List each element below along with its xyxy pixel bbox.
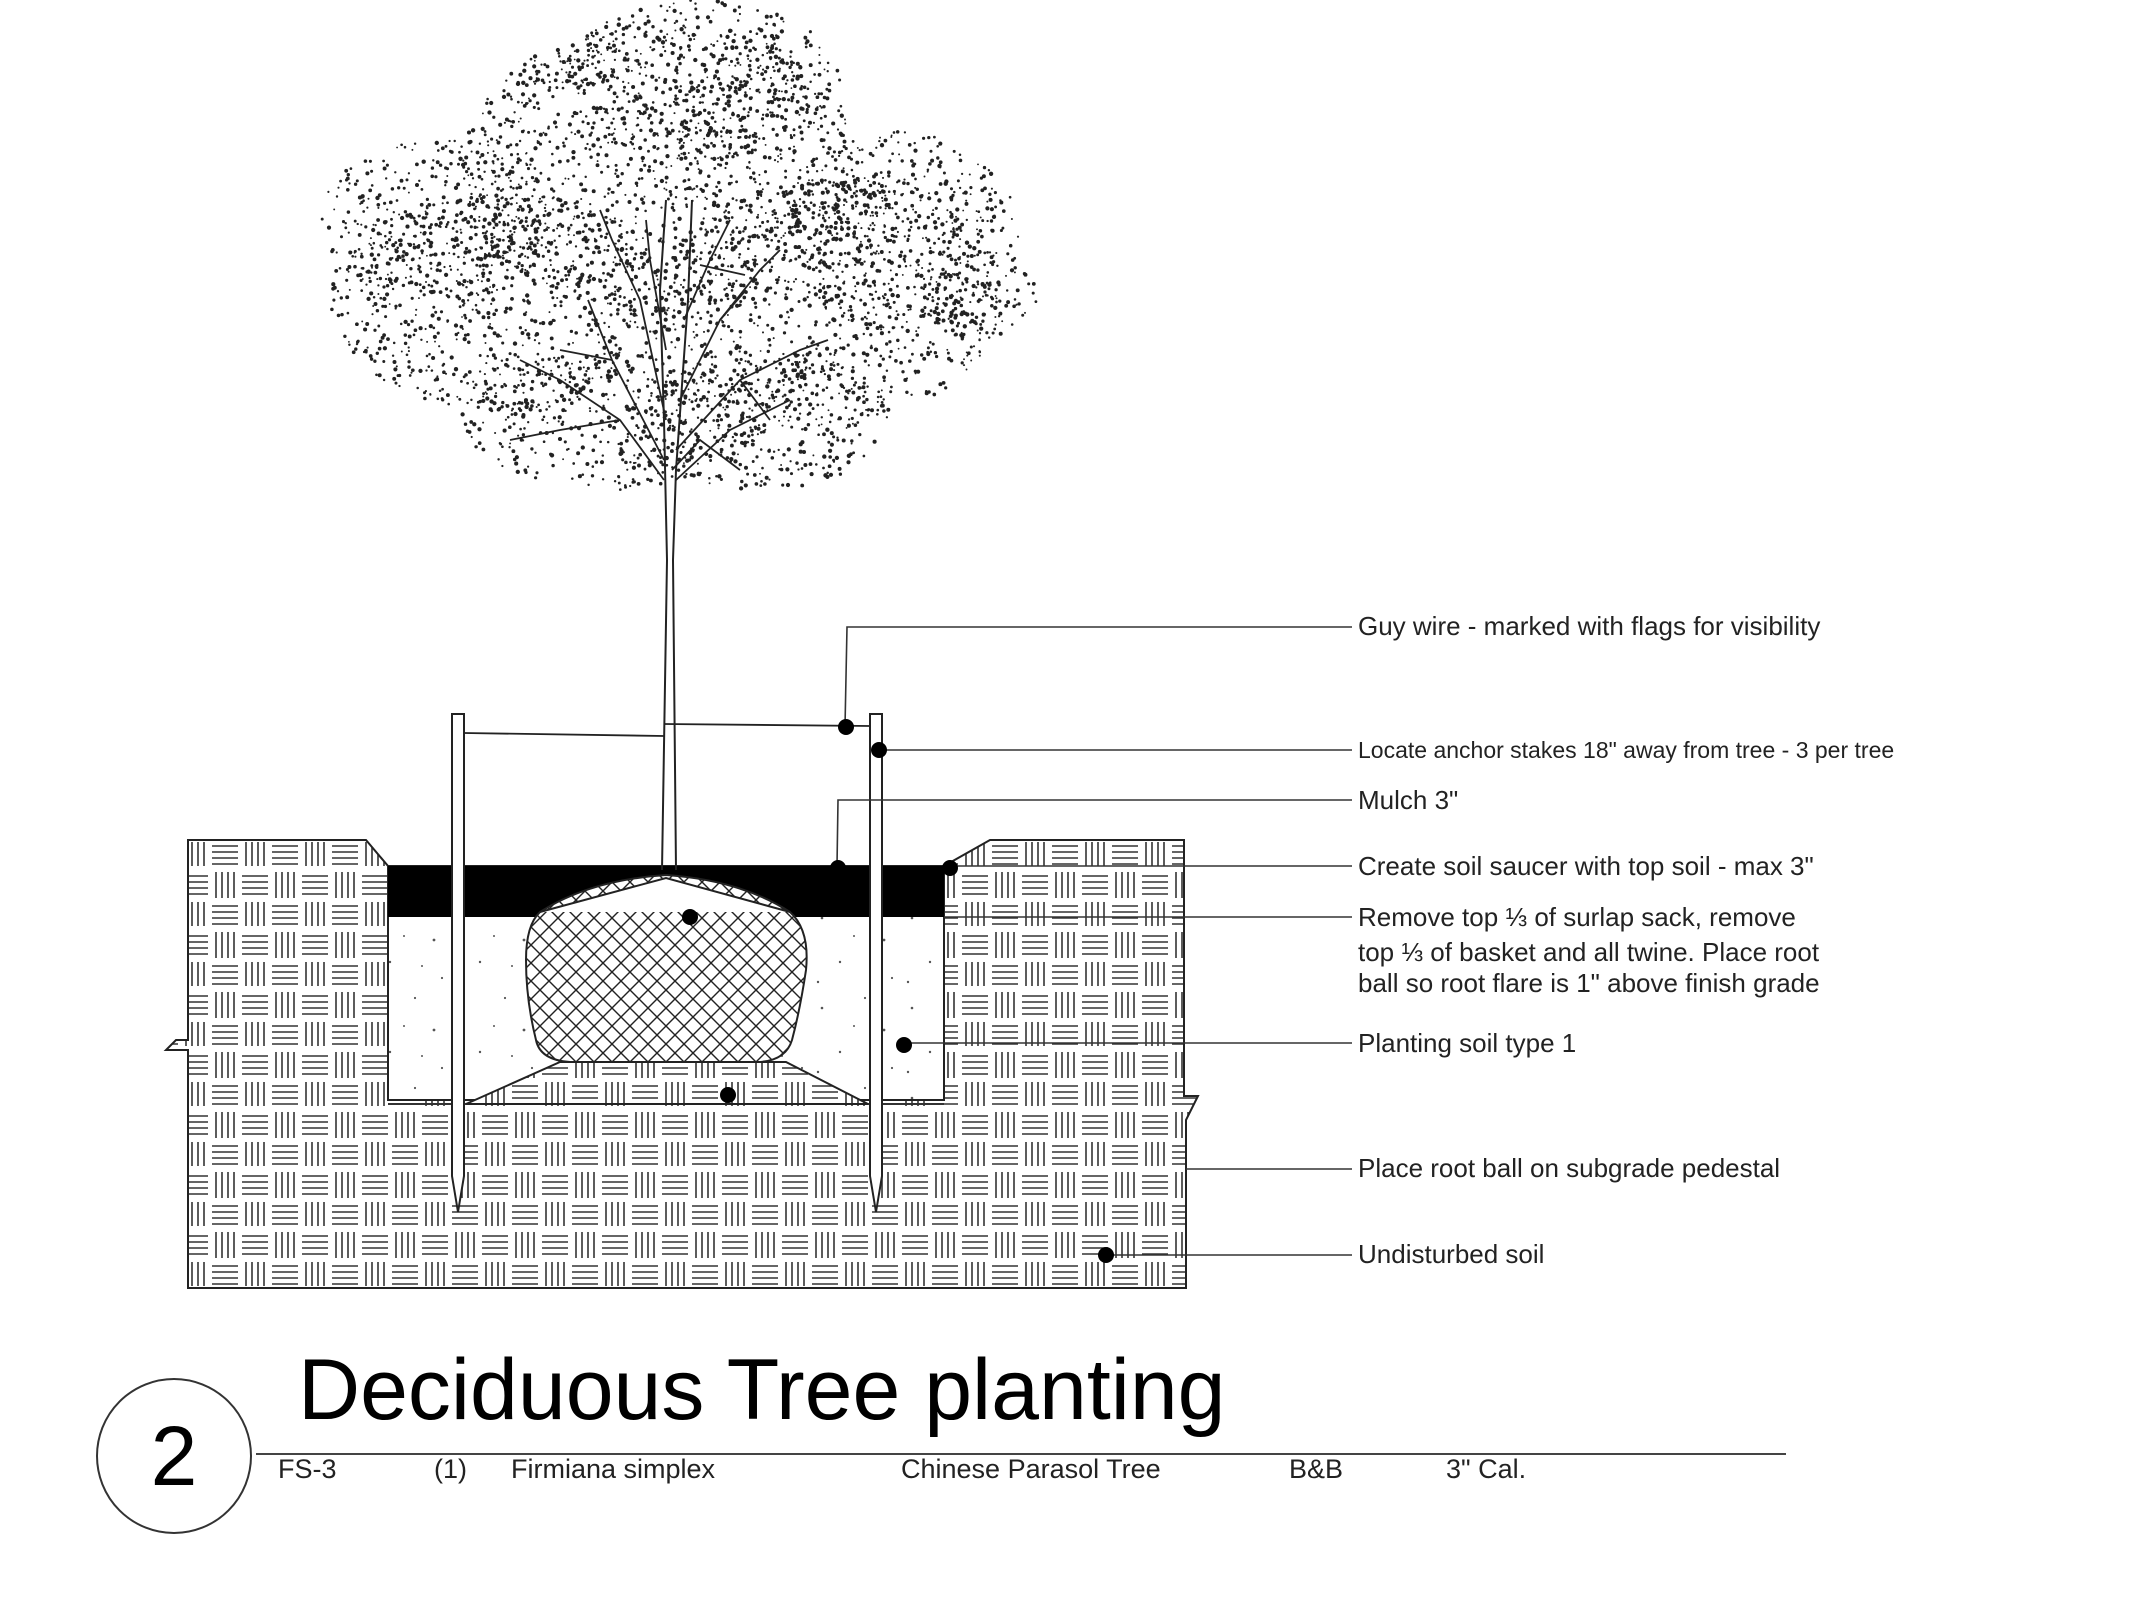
root-ball (524, 873, 808, 1063)
soil-saucer-mound (539, 876, 791, 913)
callout-root-ball-line-2: top ⅓ of basket and all twine. Place roo… (1358, 937, 1820, 967)
detail-title: Deciduous Tree planting (298, 1342, 1226, 1438)
callout-undisturbed-soil: Undisturbed soil (1358, 1239, 1545, 1269)
tree-branches (509, 209, 829, 481)
detail-number-bubble: 2 (96, 1378, 252, 1534)
title-underline (256, 1453, 1786, 1455)
callout-soil-saucer: Create soil saucer with top soil - max 3… (1358, 851, 1814, 881)
callout-anchor-stakes: Locate anchor stakes 18" away from tree … (1358, 737, 1895, 763)
schedule-quantity: (1) (434, 1454, 467, 1484)
callout-guy-wire: Guy wire - marked with flags for visibil… (1358, 611, 1821, 641)
guy-wires (463, 723, 871, 737)
schedule-root-type: B&B (1289, 1454, 1344, 1484)
leader-lines (836, 626, 1352, 1256)
callout-root-ball-line-3: ball so root flare is 1" above finish gr… (1358, 968, 1820, 998)
schedule-botanical-name: Firmiana simplex (511, 1454, 716, 1484)
callout-dots (682, 719, 1114, 1263)
schedule-size: 3" Cal. (1446, 1454, 1527, 1484)
detail-number: 2 (150, 1408, 198, 1503)
anchor-stakes (451, 713, 883, 1213)
subgrade-pedestal (465, 1061, 869, 1105)
callout-mulch: Mulch 3" (1358, 785, 1459, 815)
tree-foliage (320, 0, 1038, 491)
schedule-common-name: Chinese Parasol Tree (901, 1454, 1161, 1484)
callout-planting-soil: Planting soil type 1 (1358, 1028, 1577, 1058)
callout-pedestal: Place root ball on subgrade pedestal (1358, 1153, 1781, 1183)
callout-root-ball-line-1: Remove top ⅓ of surlap sack, remove (1358, 902, 1796, 932)
schedule-code: FS-3 (278, 1454, 337, 1484)
